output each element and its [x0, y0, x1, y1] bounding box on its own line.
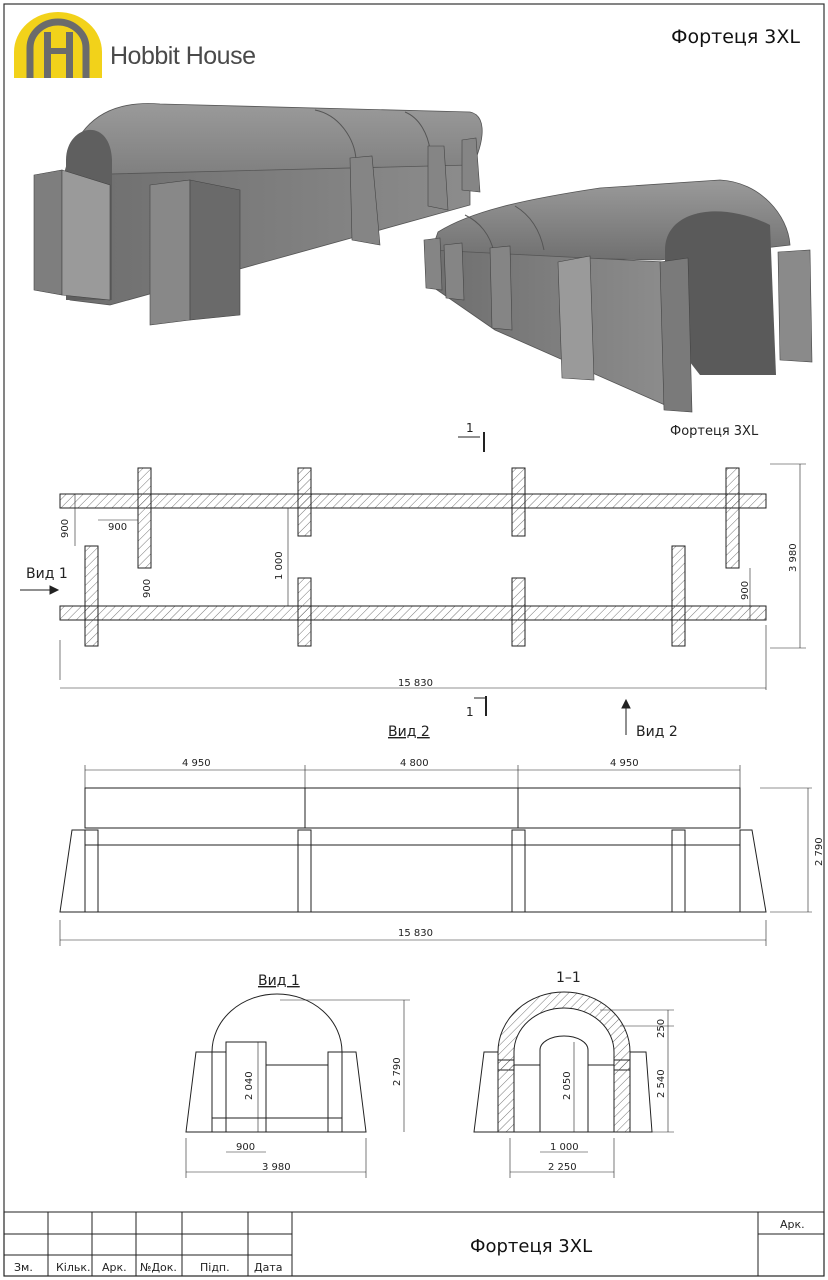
elevation-dim-segment-1: 4 950 [182, 758, 211, 769]
end-view-dim-door-height: 2 040 [244, 1071, 255, 1100]
plan-view: 1 [20, 421, 806, 735]
section-mark-bottom: 1 [466, 705, 474, 719]
title-block-col-1: Зм. [14, 1261, 33, 1274]
title-block-col-2: Кільк. [56, 1261, 91, 1274]
brand-name: Hobbit House [110, 42, 256, 70]
title-block-col-6: Дата [254, 1261, 282, 1274]
section-title: 1–1 [556, 970, 581, 986]
render-right [423, 179, 813, 413]
section-mark-top: 1 [466, 421, 474, 435]
title-block-col-4: №Док. [140, 1261, 177, 1274]
section-dim-door-width: 1 000 [550, 1142, 579, 1153]
plan-view1-label: Вид 1 [26, 566, 68, 582]
elevation-dim-overall-length: 15 830 [398, 928, 433, 939]
section-dim-shell-thickness: 250 [656, 1019, 667, 1038]
title-block [3, 1211, 825, 1277]
elevation-view [59, 765, 812, 946]
render-left [33, 103, 483, 326]
title-block-col-3: Арк. [102, 1261, 127, 1274]
render-caption: Фортеця 3XL [670, 424, 759, 439]
title-block-sheet-label: Арк. [780, 1218, 805, 1231]
plan-dim-overall-width: 3 980 [788, 543, 799, 572]
end-view-dim-height: 2 790 [392, 1057, 403, 1086]
end-view-dim-door-width: 900 [236, 1142, 255, 1153]
plan-dim-inner-width: 1 000 [274, 551, 285, 580]
elevation-dim-segment-2: 4 800 [400, 758, 429, 769]
elevation-dim-height: 2 790 [814, 837, 825, 866]
section-dim-door-height: 2 050 [562, 1071, 573, 1100]
plan-dim-right-buttress: 900 [740, 581, 751, 600]
section-view [473, 991, 674, 1178]
plan-dim-left-buttress: 900 [142, 579, 153, 598]
section-dim-inner-width: 2 250 [548, 1162, 577, 1173]
sheet-title: Фортеця 3XL [671, 26, 800, 48]
plan-view2-label: Вид 2 [636, 724, 678, 740]
plan-dim-left-gap: 900 [108, 522, 127, 533]
end-view-dim-width: 3 980 [262, 1162, 291, 1173]
plan-dim-left-offset: 900 [60, 519, 71, 538]
title-block-title: Фортеця 3XL [470, 1236, 592, 1257]
section-dim-inner-height: 2 540 [656, 1069, 667, 1098]
title-block-col-5: Підп. [200, 1261, 230, 1274]
elevation-title: Вид 2 [388, 724, 430, 740]
plan-dim-overall-length: 15 830 [398, 678, 433, 689]
end-view-title: Вид 1 [258, 973, 300, 989]
end-view [185, 993, 410, 1178]
elevation-dim-segment-3: 4 950 [610, 758, 639, 769]
hobbit-house-logo [14, 12, 102, 78]
